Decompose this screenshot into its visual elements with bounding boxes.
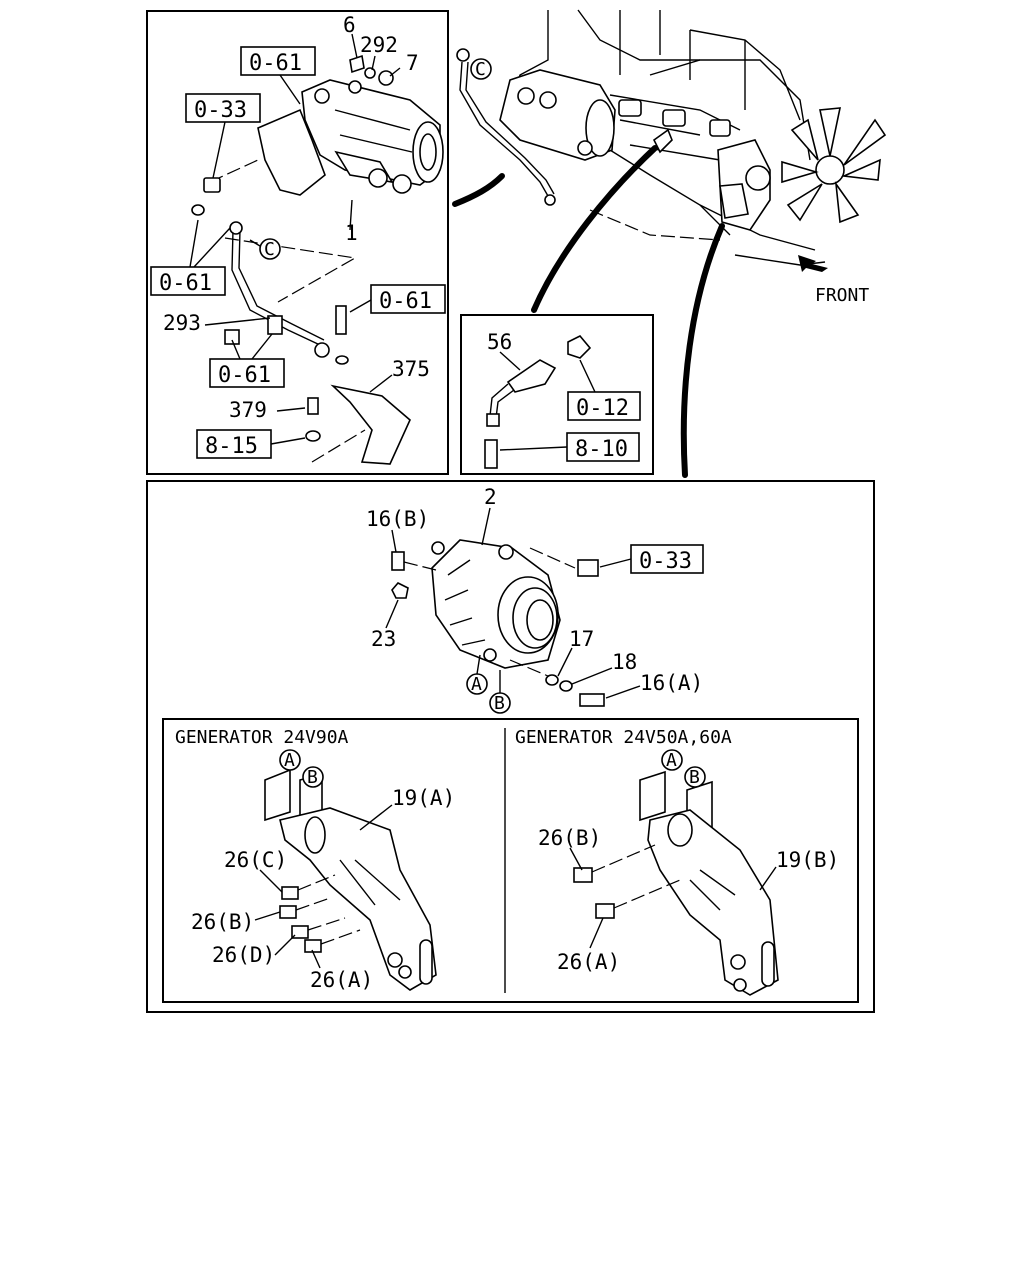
- front-label: FRONT: [815, 285, 869, 306]
- circle-b-variant-left-letter: B: [307, 767, 318, 788]
- washer-17: [545, 674, 559, 686]
- label-16a: 16(A): [640, 671, 703, 695]
- ref-box-0-33-generator[interactable]: 0-33: [630, 544, 704, 574]
- label-375: 375: [392, 357, 430, 381]
- circle-b-variant-right-letter: B: [689, 767, 700, 788]
- generator-2: [431, 539, 561, 669]
- label-17: 17: [569, 627, 594, 651]
- bracket-19b: [639, 770, 779, 996]
- variant-title-50a-60a: GENERATOR 24V50A,60A: [515, 727, 732, 748]
- bolt-26a-left: [304, 939, 322, 953]
- circle-b-variant-left: [302, 766, 324, 788]
- ref-box-0-61-left[interactable]: 0-61: [150, 266, 226, 296]
- variant-title-90a: GENERATOR 24V90A: [175, 727, 349, 748]
- fan: [781, 107, 887, 224]
- bolt-26b-right: [573, 867, 593, 883]
- bolt-0-33: [577, 559, 599, 577]
- svg-text:0-33: 0-33: [639, 549, 692, 574]
- sensor-56: [484, 335, 592, 469]
- ref-box-8-10[interactable]: 8-10: [566, 432, 640, 462]
- engine-overview: [456, 9, 887, 272]
- label-7: 7: [406, 51, 419, 75]
- circle-c-engine: [470, 58, 492, 80]
- circle-a-variant-right: [661, 749, 683, 771]
- label-56: 56: [487, 330, 512, 354]
- svg-text:8-15: 8-15: [205, 434, 258, 459]
- label-26b-left: 26(B): [191, 910, 254, 934]
- svg-text:0-12: 0-12: [576, 396, 629, 421]
- bolt-16a: [579, 693, 605, 707]
- battery-cable: [229, 221, 330, 358]
- svg-text:0-61: 0-61: [159, 271, 212, 296]
- circle-b-generator-letter: B: [494, 693, 505, 714]
- ref-box-0-61-bottom[interactable]: 0-61: [209, 358, 285, 388]
- circle-a-variant-right-letter: A: [666, 750, 677, 771]
- label-26c: 26(C): [224, 848, 287, 872]
- label-26b-right: 26(B): [538, 826, 601, 850]
- label-16b: 16(B): [366, 507, 429, 531]
- ref-box-0-12[interactable]: 0-12: [567, 391, 641, 421]
- label-6: 6: [343, 13, 356, 37]
- svg-text:0-61: 0-61: [379, 289, 432, 314]
- label-1: 1: [345, 221, 358, 245]
- label-18: 18: [612, 650, 637, 674]
- ref-box-0-61-right[interactable]: 0-61: [370, 284, 446, 314]
- label-293: 293: [163, 311, 201, 335]
- circle-a-generator-letter: A: [471, 674, 482, 695]
- ring-18: [559, 680, 573, 692]
- label-23: 23: [371, 627, 396, 651]
- bracket-19a: [264, 768, 437, 991]
- circle-c-starter-letter: C: [264, 239, 275, 260]
- label-379: 379: [229, 398, 267, 422]
- bolt-26a-right: [595, 903, 615, 919]
- label-19b: 19(B): [776, 848, 839, 872]
- starter-panel: [146, 10, 449, 475]
- svg-text:8-10: 8-10: [575, 437, 628, 462]
- ref-box-8-15[interactable]: 8-15: [196, 429, 272, 459]
- mounting-bracket-375: [191, 204, 411, 465]
- circle-c-engine-letter: C: [475, 59, 486, 80]
- label-2: 2: [484, 485, 497, 509]
- label-19a: 19(A): [392, 786, 455, 810]
- label-26a-left: 26(A): [310, 968, 373, 992]
- bolt-26c: [281, 886, 299, 900]
- nut-23: [391, 582, 409, 599]
- bolt-26d: [291, 925, 309, 939]
- ref-box-0-61-top[interactable]: 0-61: [240, 46, 316, 76]
- circle-b-variant-right: [684, 766, 706, 788]
- circle-a-variant-left-letter: A: [284, 750, 295, 771]
- label-26d: 26(D): [212, 943, 275, 967]
- circle-c-starter: [259, 238, 281, 260]
- bolt-16b: [391, 551, 405, 571]
- svg-text:0-33: 0-33: [194, 98, 247, 123]
- bolt-26b-left: [279, 905, 297, 919]
- ref-box-0-33-top[interactable]: 0-33: [185, 93, 261, 123]
- svg-text:0-61: 0-61: [218, 363, 271, 388]
- label-292: 292: [360, 33, 398, 57]
- starter-motor: [203, 54, 444, 196]
- svg-text:0-61: 0-61: [249, 51, 302, 76]
- circle-a-variant-left: [279, 749, 301, 771]
- label-26a-right: 26(A): [557, 950, 620, 974]
